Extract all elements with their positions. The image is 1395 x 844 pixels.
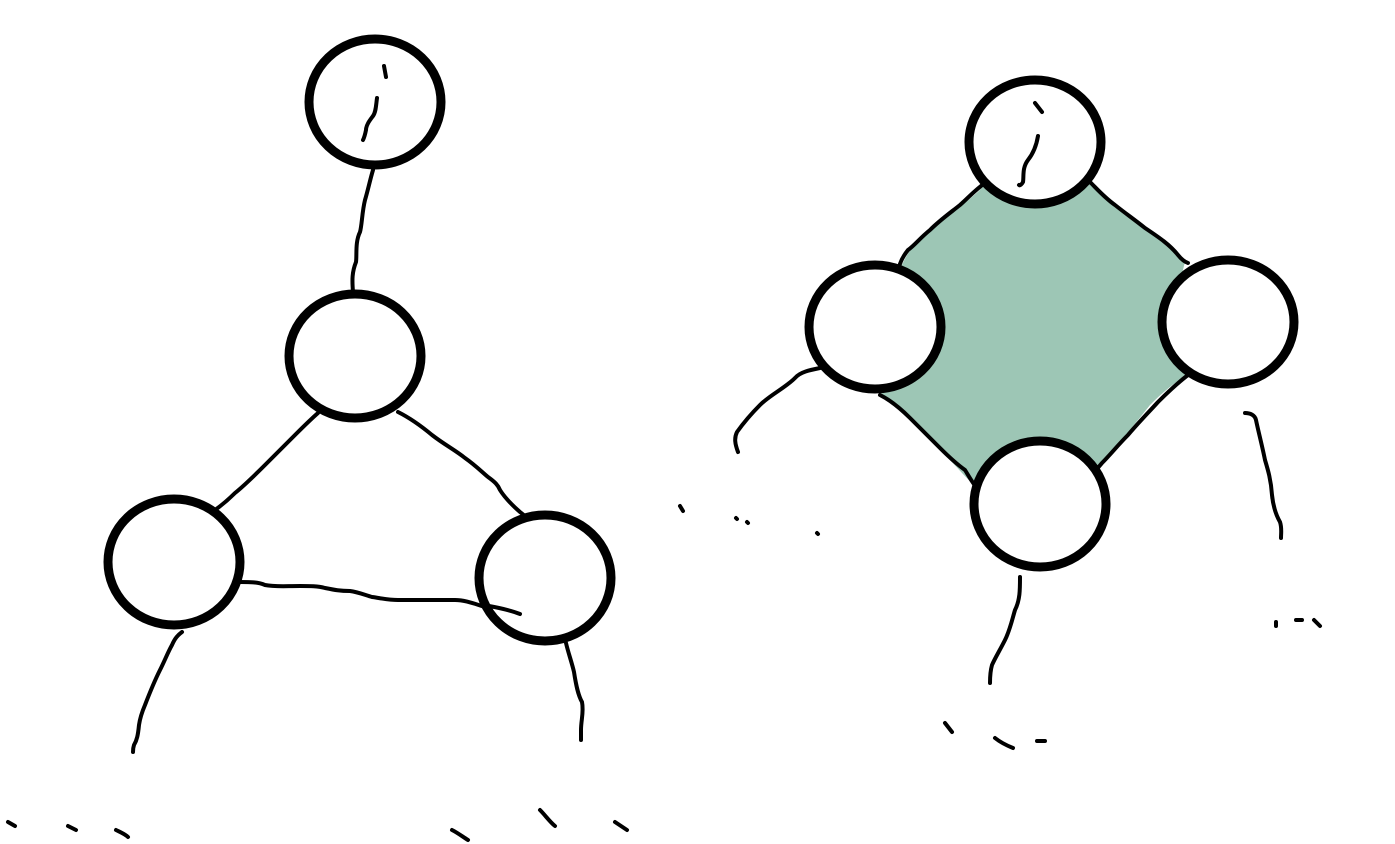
dangling-edge-bottomleft (131, 630, 184, 754)
right-node-left (804, 260, 946, 394)
dangling-edge-bottomright (564, 641, 585, 742)
left-node-middle (284, 289, 426, 423)
left-graph (6, 34, 629, 842)
right-graph (678, 75, 1322, 750)
edge-left-bottom (878, 393, 985, 495)
dangling-edge-right (1243, 411, 1284, 540)
left-node-bottom-right-scribble (487, 604, 522, 616)
shaded-face (880, 182, 1188, 490)
left-node-bottom-left (103, 494, 245, 630)
left-node-bottom-right (474, 510, 616, 646)
dangling-edge-left (733, 366, 822, 454)
edge-top-left (896, 181, 987, 279)
edge-top-middle (350, 168, 375, 294)
dangling-edge-bottom (988, 575, 1022, 685)
right-node-top-scribble (1017, 101, 1044, 188)
left-stray-marks (6, 808, 629, 842)
edge-middle-bottomleft (213, 411, 320, 512)
right-node-right (1157, 255, 1299, 389)
edge-middle-bottomright (396, 410, 537, 524)
edge-top-right (1088, 180, 1190, 265)
right-node-bottom (969, 436, 1111, 572)
right-stray-marks (678, 504, 1322, 750)
left-node-top-scribble (361, 64, 388, 142)
